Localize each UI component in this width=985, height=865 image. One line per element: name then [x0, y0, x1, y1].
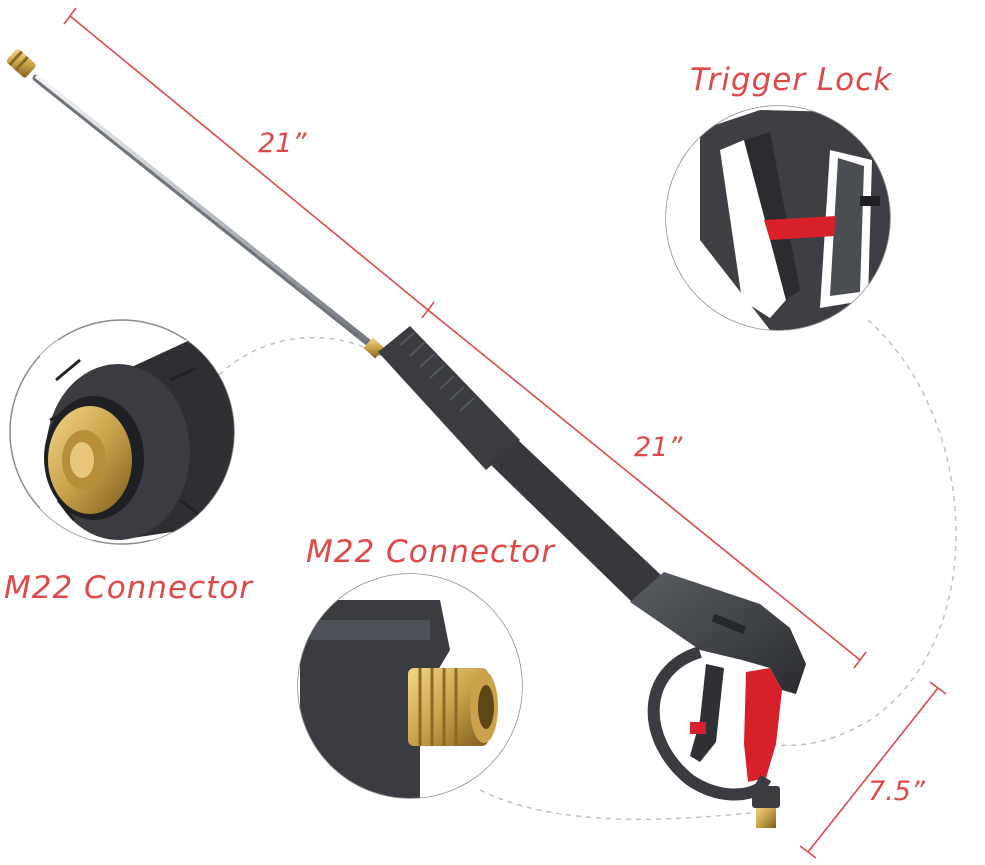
dimension-rod-top: [63, 7, 435, 319]
dimension-handle: [799, 681, 947, 859]
trigger-lock-icon: [665, 105, 891, 331]
dimension-rod-bottom: [427, 309, 867, 669]
m22-connector-detail-icon: [297, 573, 523, 799]
trigger-lock-label: Trigger Lock: [690, 62, 893, 98]
rod-length-bottom-label: 21”: [634, 432, 683, 463]
m22-connector-icon: [9, 319, 235, 545]
handle-width-label: 7.5”: [868, 776, 925, 807]
connector-left-label: M22 Connector: [4, 570, 253, 606]
quick-connect-tip-icon: [6, 49, 36, 78]
leader-lines: [211, 319, 957, 820]
pressure-washer-gun-icon: [6, 49, 806, 828]
rod-length-top-label: 21”: [258, 128, 307, 159]
connector-bottom-label: M22 Connector: [306, 534, 555, 570]
